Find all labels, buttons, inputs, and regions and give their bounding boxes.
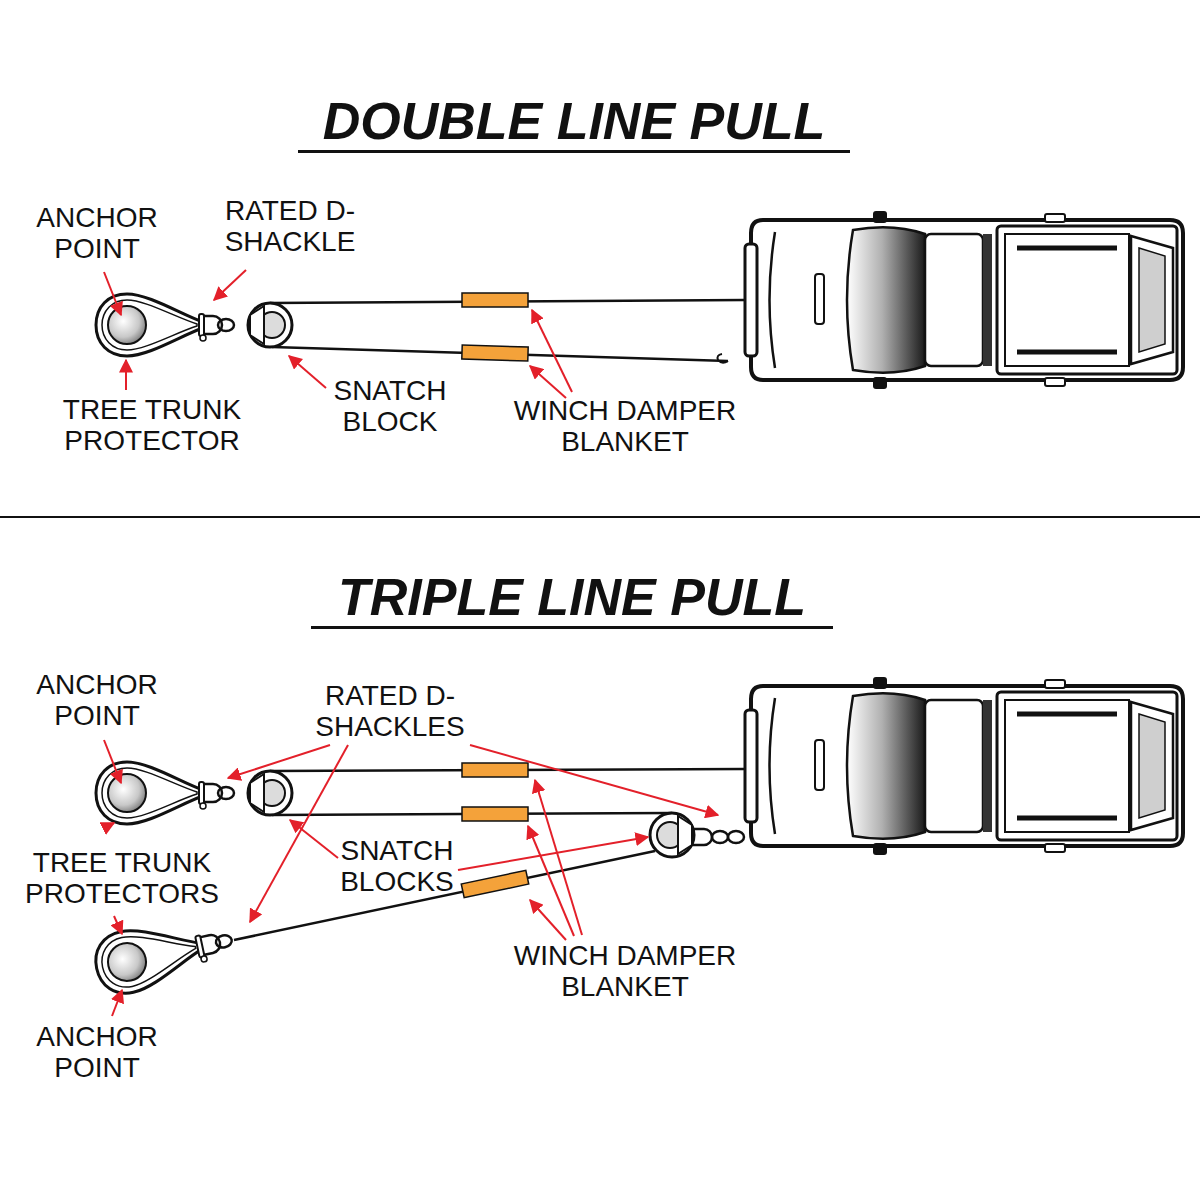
part-label: ANCHOR POINT	[22, 203, 172, 265]
damper-blanket	[462, 763, 528, 777]
part-label: RATED D-SHACKLE	[190, 196, 390, 258]
snatch-block	[248, 771, 292, 815]
snatch-block	[650, 813, 694, 857]
part-label: TREE TRUNK PROTECTORS	[17, 848, 227, 910]
section-title: TRIPLE LINE PULL	[311, 568, 833, 629]
truck	[745, 211, 1183, 389]
part-label: SNATCH BLOCKS	[322, 836, 472, 898]
part-label: ANCHOR POINT	[22, 1022, 172, 1084]
part-label: WINCH DAMPER BLANKET	[500, 941, 750, 1003]
damper-blanket	[462, 807, 528, 821]
truck	[745, 677, 1183, 855]
anchor-strap	[90, 909, 238, 998]
diagram-title: DOUBLE LINE PULL	[298, 92, 850, 153]
damper-blanket	[461, 870, 528, 897]
part-label: WINCH DAMPER BLANKET	[500, 396, 750, 458]
damper-blanket	[462, 345, 528, 361]
winch-hook	[718, 354, 729, 363]
damper-blanket	[462, 293, 528, 307]
snatch-block	[248, 303, 292, 347]
part-label: TREE TRUNK PROTECTOR	[47, 395, 257, 457]
divider-line	[0, 516, 1200, 518]
truck-shackle	[692, 829, 744, 845]
part-label: ANCHOR POINT	[22, 670, 172, 732]
part-label: SNATCH BLOCK	[315, 376, 465, 438]
part-label: RATED D-SHACKLES	[285, 681, 495, 743]
